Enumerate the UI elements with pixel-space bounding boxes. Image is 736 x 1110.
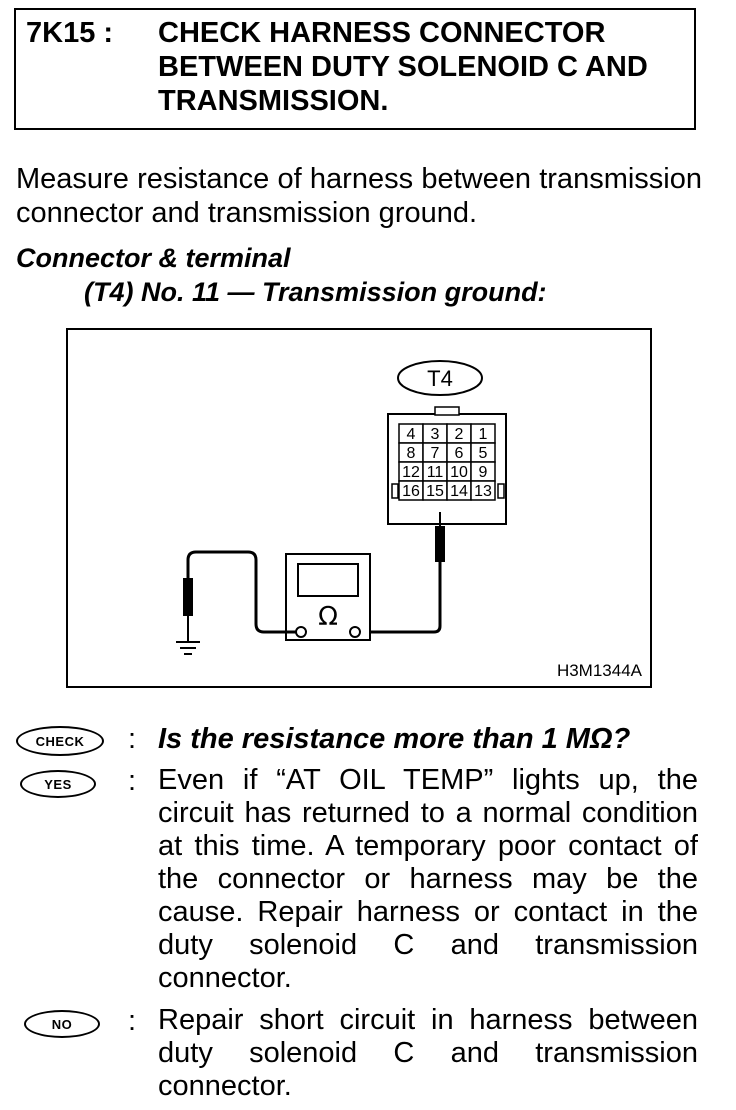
yes-colon: :: [128, 765, 137, 797]
connector-side-tab-right: [497, 483, 505, 499]
terminal-number: 1: [479, 426, 488, 443]
check-question: Is the resistance more than 1 MΩ?: [158, 723, 631, 755]
connector-label-ellipse: [397, 360, 483, 396]
step-header-box: 7K15 : CHECK HARNESS CONNECTOR BETWEEN D…: [14, 8, 696, 130]
terminal-number: 14: [450, 483, 468, 500]
terminal-number: 13: [474, 483, 492, 500]
check-badge: CHECK: [16, 726, 104, 756]
terminal-number: 3: [431, 426, 440, 443]
terminal-number: 9: [479, 464, 488, 481]
step-title: CHECK HARNESS CONNECTOR BETWEEN DUTY SOL…: [158, 17, 648, 117]
ground-lead-wire: [186, 550, 296, 634]
connector-side-tab-left: [391, 483, 399, 499]
ohmmeter-display: [297, 563, 359, 597]
ohm-symbol: Ω: [318, 602, 338, 632]
terminal-number: 2: [455, 426, 464, 443]
no-colon: :: [128, 1005, 137, 1037]
meter-jack-left: [295, 626, 307, 638]
terminal-number: 4: [407, 426, 416, 443]
figure-code: H3M1344A: [556, 661, 642, 680]
terminal-number: 7: [431, 445, 440, 462]
terminal-number: 15: [426, 483, 444, 500]
ground-probe: [183, 578, 193, 616]
check-colon: :: [128, 723, 137, 755]
terminal-number: 6: [455, 445, 464, 462]
terminal-number: 5: [479, 445, 488, 462]
connector-label: T4: [427, 366, 453, 391]
terminal-spec: (T4) No. 11 — Transmission ground:: [84, 277, 547, 307]
terminal-cell: [470, 480, 496, 501]
yes-badge: YES: [20, 770, 96, 798]
connector-heading: Connector & terminal: [16, 243, 291, 273]
instruction-text: Measure resistance of harness between tr…: [16, 163, 702, 229]
terminal-number: 8: [407, 445, 416, 462]
terminal-number: 12: [402, 464, 420, 481]
yes-answer-text: Even if “AT OIL TEMP” lights up, the cir…: [158, 764, 698, 994]
connector-latch: [434, 406, 460, 416]
terminal-number: 10: [450, 464, 468, 481]
terminal-number: 16: [402, 483, 420, 500]
probe-lead-wire: [356, 562, 442, 634]
meter-jack-right: [349, 626, 361, 638]
connector-probe: [435, 526, 445, 562]
no-badge: NO: [24, 1010, 100, 1038]
terminal-number: 11: [427, 464, 444, 481]
ground-symbol: [176, 641, 200, 655]
step-number: 7K15 :: [26, 17, 114, 49]
no-answer-text: Repair short circuit in harness between …: [158, 1004, 698, 1102]
